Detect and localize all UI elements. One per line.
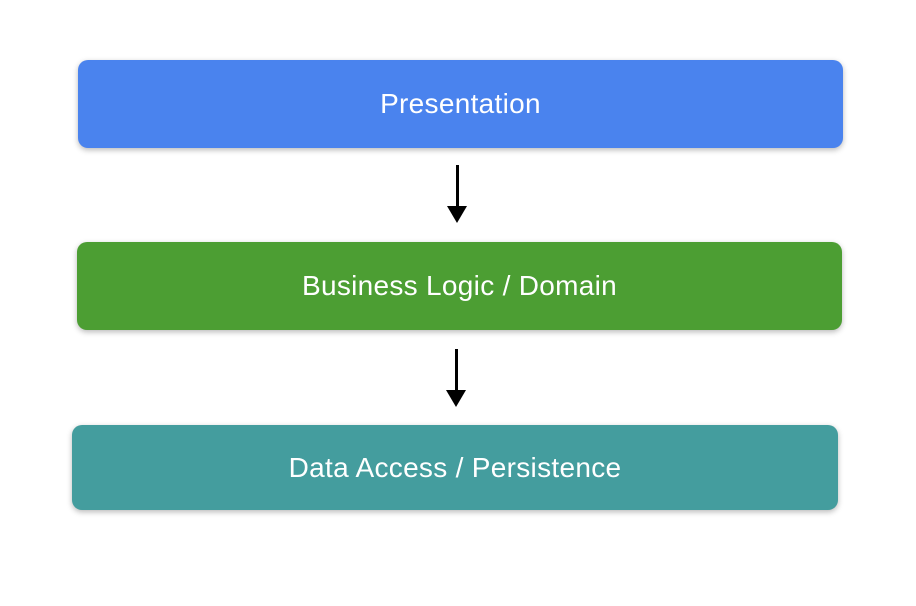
layer-label-data-access: Data Access / Persistence bbox=[288, 451, 622, 483]
layer-box-presentation: Presentation bbox=[78, 60, 843, 148]
layer-label-presentation: Presentation bbox=[380, 88, 541, 119]
arrow-head bbox=[447, 206, 467, 223]
layer-label-business-logic: Business Logic / Domain bbox=[301, 270, 618, 301]
arrow-shaft bbox=[455, 165, 459, 206]
arrow-head bbox=[446, 390, 466, 407]
arrow-shaft bbox=[454, 349, 458, 390]
layer-box-business-logic: Business Logic / Domain bbox=[77, 242, 842, 330]
down-arrow-icon bbox=[447, 165, 467, 223]
layer-box-data-access: Data Access / Persistence bbox=[72, 425, 838, 510]
down-arrow-icon bbox=[446, 349, 466, 407]
